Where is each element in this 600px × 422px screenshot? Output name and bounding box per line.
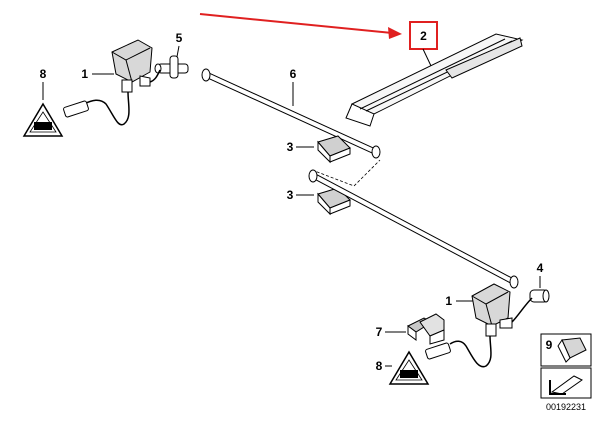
- callout-7[interactable]: 7: [376, 325, 383, 339]
- warning-triangle-icon: [388, 350, 430, 385]
- connector-plug-icon: [425, 342, 451, 360]
- callout-3-bottom[interactable]: 3: [287, 188, 294, 202]
- cable-holder-icon: [407, 313, 445, 345]
- callout-8-bottom[interactable]: 8: [376, 359, 383, 373]
- callout-5[interactable]: 5: [176, 31, 183, 45]
- arrow-legend-box: [540, 367, 592, 399]
- washer-jet-nozzle-icon: [111, 39, 153, 93]
- warning-triangle-icon: [22, 102, 64, 137]
- clip-legend-box: 9: [540, 333, 592, 367]
- callout-9[interactable]: 9: [546, 338, 553, 352]
- connector-plug-icon: [63, 100, 89, 118]
- callout-8-top[interactable]: 8: [40, 67, 47, 81]
- callout-2[interactable]: 2: [420, 29, 427, 43]
- hose-icon: [201, 68, 381, 159]
- hose-profile-icon: [345, 33, 524, 127]
- hose-icon: [308, 169, 519, 289]
- callout-6[interactable]: 6: [290, 67, 297, 81]
- callout-4[interactable]: 4: [537, 261, 544, 275]
- catalog-number: 00192231: [546, 402, 586, 412]
- hose-clip-icon: [317, 135, 351, 164]
- callout-1-bottom[interactable]: 1: [445, 294, 452, 308]
- tee-connector-icon: [154, 55, 189, 79]
- callout-3-top[interactable]: 3: [287, 140, 294, 154]
- highlight-arrow: [199, 13, 402, 39]
- washer-jet-nozzle-icon: [471, 283, 513, 337]
- callout-1-top[interactable]: 1: [81, 67, 88, 81]
- arrow-legend-icon: [549, 375, 583, 395]
- check-valve-icon: [529, 289, 550, 303]
- clip-legend-icon: [557, 337, 587, 363]
